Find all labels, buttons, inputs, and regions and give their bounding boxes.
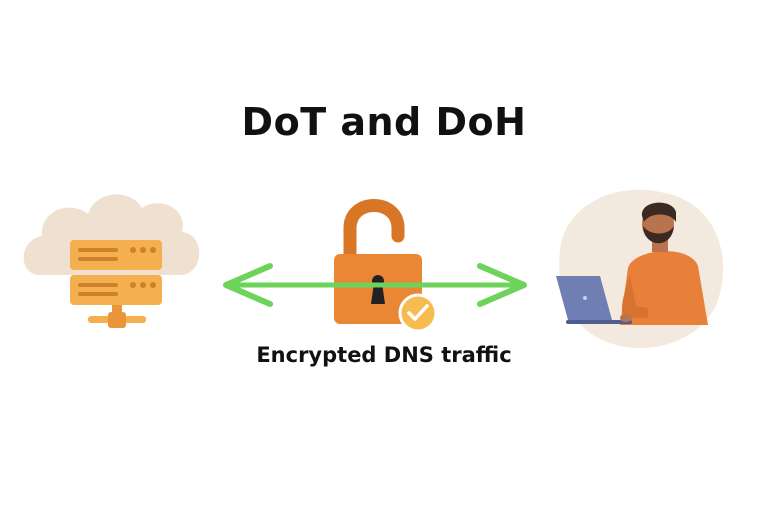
- diagram-title: DoT and DoH: [241, 100, 527, 144]
- person-laptop-icon: [556, 189, 724, 349]
- arrowhead-left: [223, 263, 273, 307]
- diagram-caption: Encrypted DNS traffic: [256, 343, 512, 367]
- open-padlock-check-icon: [334, 199, 438, 333]
- laptop-icon: [556, 276, 632, 324]
- padlock-shackle: [343, 199, 405, 269]
- check-badge-icon: [398, 293, 438, 333]
- orange-shirt: [620, 251, 708, 325]
- server-unit-bottom: [70, 275, 162, 305]
- bidirectional-arrow: [223, 263, 527, 307]
- server-unit-top: [70, 240, 162, 270]
- cloud-server-icon: [23, 194, 200, 328]
- arrowhead-right: [477, 263, 527, 307]
